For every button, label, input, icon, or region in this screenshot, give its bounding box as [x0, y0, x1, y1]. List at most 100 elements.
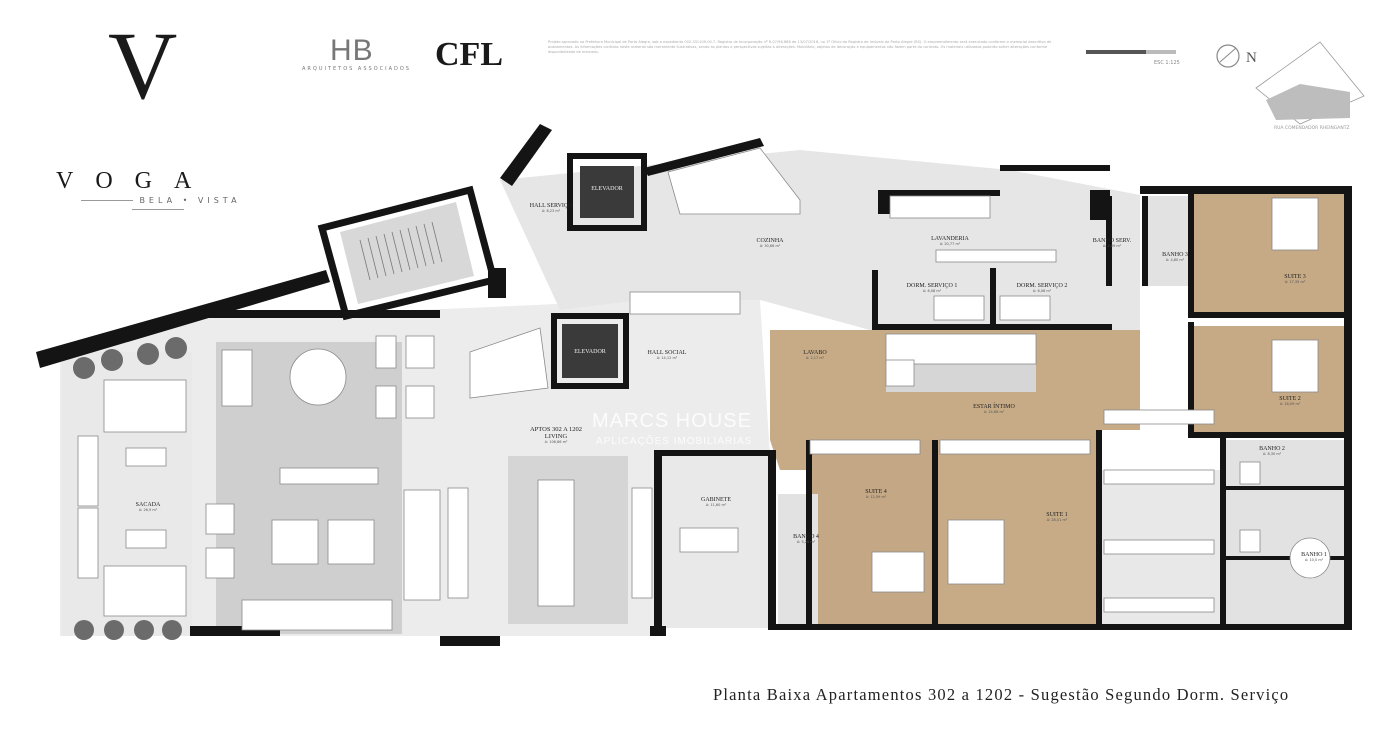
wall-e-top: [1140, 186, 1350, 194]
gabinete-shelf: [631, 487, 653, 599]
plant: [101, 349, 123, 371]
wall-s3-s: [1192, 312, 1350, 318]
plant: [137, 343, 159, 365]
armchair-1: [375, 335, 397, 369]
voga-logo-text: VOGA: [56, 168, 214, 194]
watermark-subtitle: APLICAÇÕES IMOBILIÁRIAS: [596, 436, 753, 447]
bed-suite4: [871, 551, 925, 593]
dining-table: [537, 479, 575, 607]
plan-caption: Planta Baixa Apartamentos 302 a 1202 - S…: [713, 685, 1290, 704]
hb-logo: HB: [330, 34, 374, 67]
legal-disclaimer: Projeto aprovado na Prefeitura Municipal…: [548, 40, 1052, 54]
lavanderia-counter: [889, 195, 991, 219]
wall-closet-div: [1096, 430, 1102, 628]
wall-north-block: [200, 310, 440, 318]
dorm1-bed: [933, 295, 985, 321]
wall-e: [1344, 186, 1352, 630]
wall-banho3-w: [1142, 196, 1148, 286]
walls: [36, 124, 1352, 646]
wall-bath1-s: [1225, 556, 1345, 560]
plant: [162, 620, 182, 640]
sofa-main: [241, 599, 393, 631]
legend-graphics: [1086, 41, 1365, 125]
sofa-left: [221, 349, 253, 407]
floor-estar-wood: [770, 330, 1140, 470]
armchair-5: [205, 503, 235, 535]
wall-lav-w: [872, 270, 878, 330]
coffee-table-2: [327, 519, 375, 565]
room-elevador-1: ELEVADOR: [591, 186, 623, 192]
watermark: MARCS HOUSE: [592, 410, 752, 432]
sofa-right: [403, 489, 441, 601]
bed-suite3: [1271, 197, 1319, 251]
street-label: RUA COMENDADOR RHEINGANTZ: [1274, 126, 1350, 131]
dorm2-bed: [999, 295, 1051, 321]
sacada-bench-2: [77, 507, 99, 579]
armchair-6: [205, 547, 235, 579]
floor-suite4-wood: [810, 440, 934, 626]
wall-bathserv: [1106, 196, 1112, 286]
vanity-banho1: [1239, 529, 1261, 553]
wall-s2-w: [1188, 322, 1194, 438]
sacada-table-2: [125, 529, 167, 549]
north-label: N: [1246, 50, 1257, 66]
bed-suite2: [1271, 339, 1319, 393]
wardrobe-closet-3: [1103, 597, 1215, 613]
bar-counter: [469, 327, 549, 399]
estar-sofa: [885, 333, 1037, 365]
scale-bar-2: [1146, 50, 1176, 54]
wall-gabinete-east: [768, 450, 776, 630]
plant: [165, 337, 187, 359]
cfl-logo: CFL: [435, 36, 503, 73]
plant: [73, 357, 95, 379]
plant: [74, 620, 94, 640]
floor-suite3-wood: [1192, 192, 1344, 312]
floor-banho3: [1148, 196, 1192, 286]
vanity-banho2: [1239, 461, 1261, 485]
wardrobe-closet-1: [1103, 469, 1215, 485]
wall-south: [190, 626, 280, 636]
wall-north-2: [500, 124, 552, 186]
site-building-icon: [1266, 84, 1350, 120]
sacada-table-1: [125, 447, 167, 467]
wall-bath-div: [1220, 436, 1226, 628]
armchair-2: [405, 335, 435, 369]
north-arrow-icon: [1216, 44, 1240, 68]
scale-label: ESC 1:125: [1154, 60, 1180, 66]
sacada-sofa-2: [103, 565, 187, 617]
estar-chair: [885, 359, 915, 387]
voga-logo-v: V: [108, 12, 178, 119]
wardrobe-suite1: [939, 439, 1091, 455]
sacada-sofa-1: [103, 379, 187, 433]
bathtub: [1289, 537, 1331, 579]
console: [279, 467, 379, 485]
wardrobe-suite4: [809, 439, 921, 455]
voga-logo-subtitle: BELA • VISTA: [60, 196, 256, 214]
elevator2-shaft: [562, 324, 618, 378]
wall-south-2: [440, 636, 500, 646]
wall-sw-diagonal: [36, 270, 330, 368]
kitchen-counter: [667, 147, 801, 215]
stair-treads: [359, 221, 443, 281]
wall-s-right: [770, 624, 1350, 630]
armchair-4: [405, 385, 435, 419]
wall-suite-div: [932, 440, 938, 628]
wardrobe-closet-2: [1103, 539, 1215, 555]
column-2: [1090, 190, 1110, 220]
wall-gabinete-top: [654, 450, 774, 456]
wardrobe-suite2: [1103, 409, 1215, 425]
wall-lav-n: [880, 190, 1000, 196]
wall-north-kitchen: [644, 138, 764, 176]
